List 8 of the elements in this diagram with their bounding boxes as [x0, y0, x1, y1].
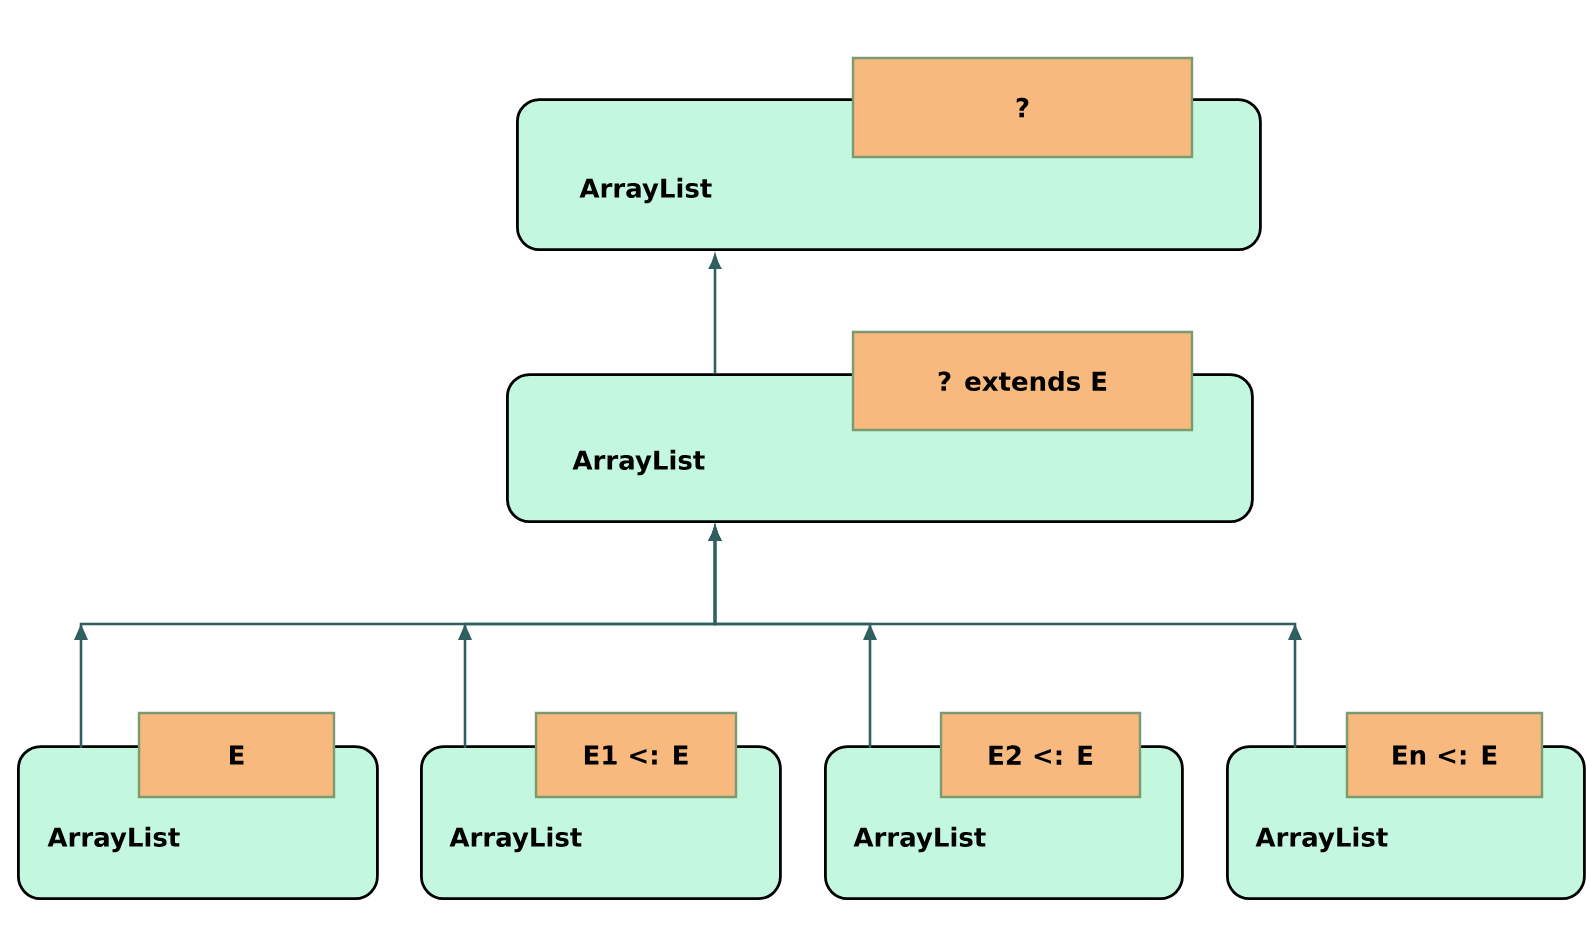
type-parameter-box: E [137, 711, 336, 799]
type-parameter-box: En <: E [1345, 711, 1544, 799]
arrow [709, 254, 721, 374]
type-parameter-box: E2 <: E [939, 711, 1142, 799]
arrow [709, 526, 1302, 748]
type-parameter-box: ? [851, 56, 1194, 159]
type-parameter-box: ? extends E [851, 330, 1194, 432]
type-parameter-box: E1 <: E [534, 711, 738, 799]
